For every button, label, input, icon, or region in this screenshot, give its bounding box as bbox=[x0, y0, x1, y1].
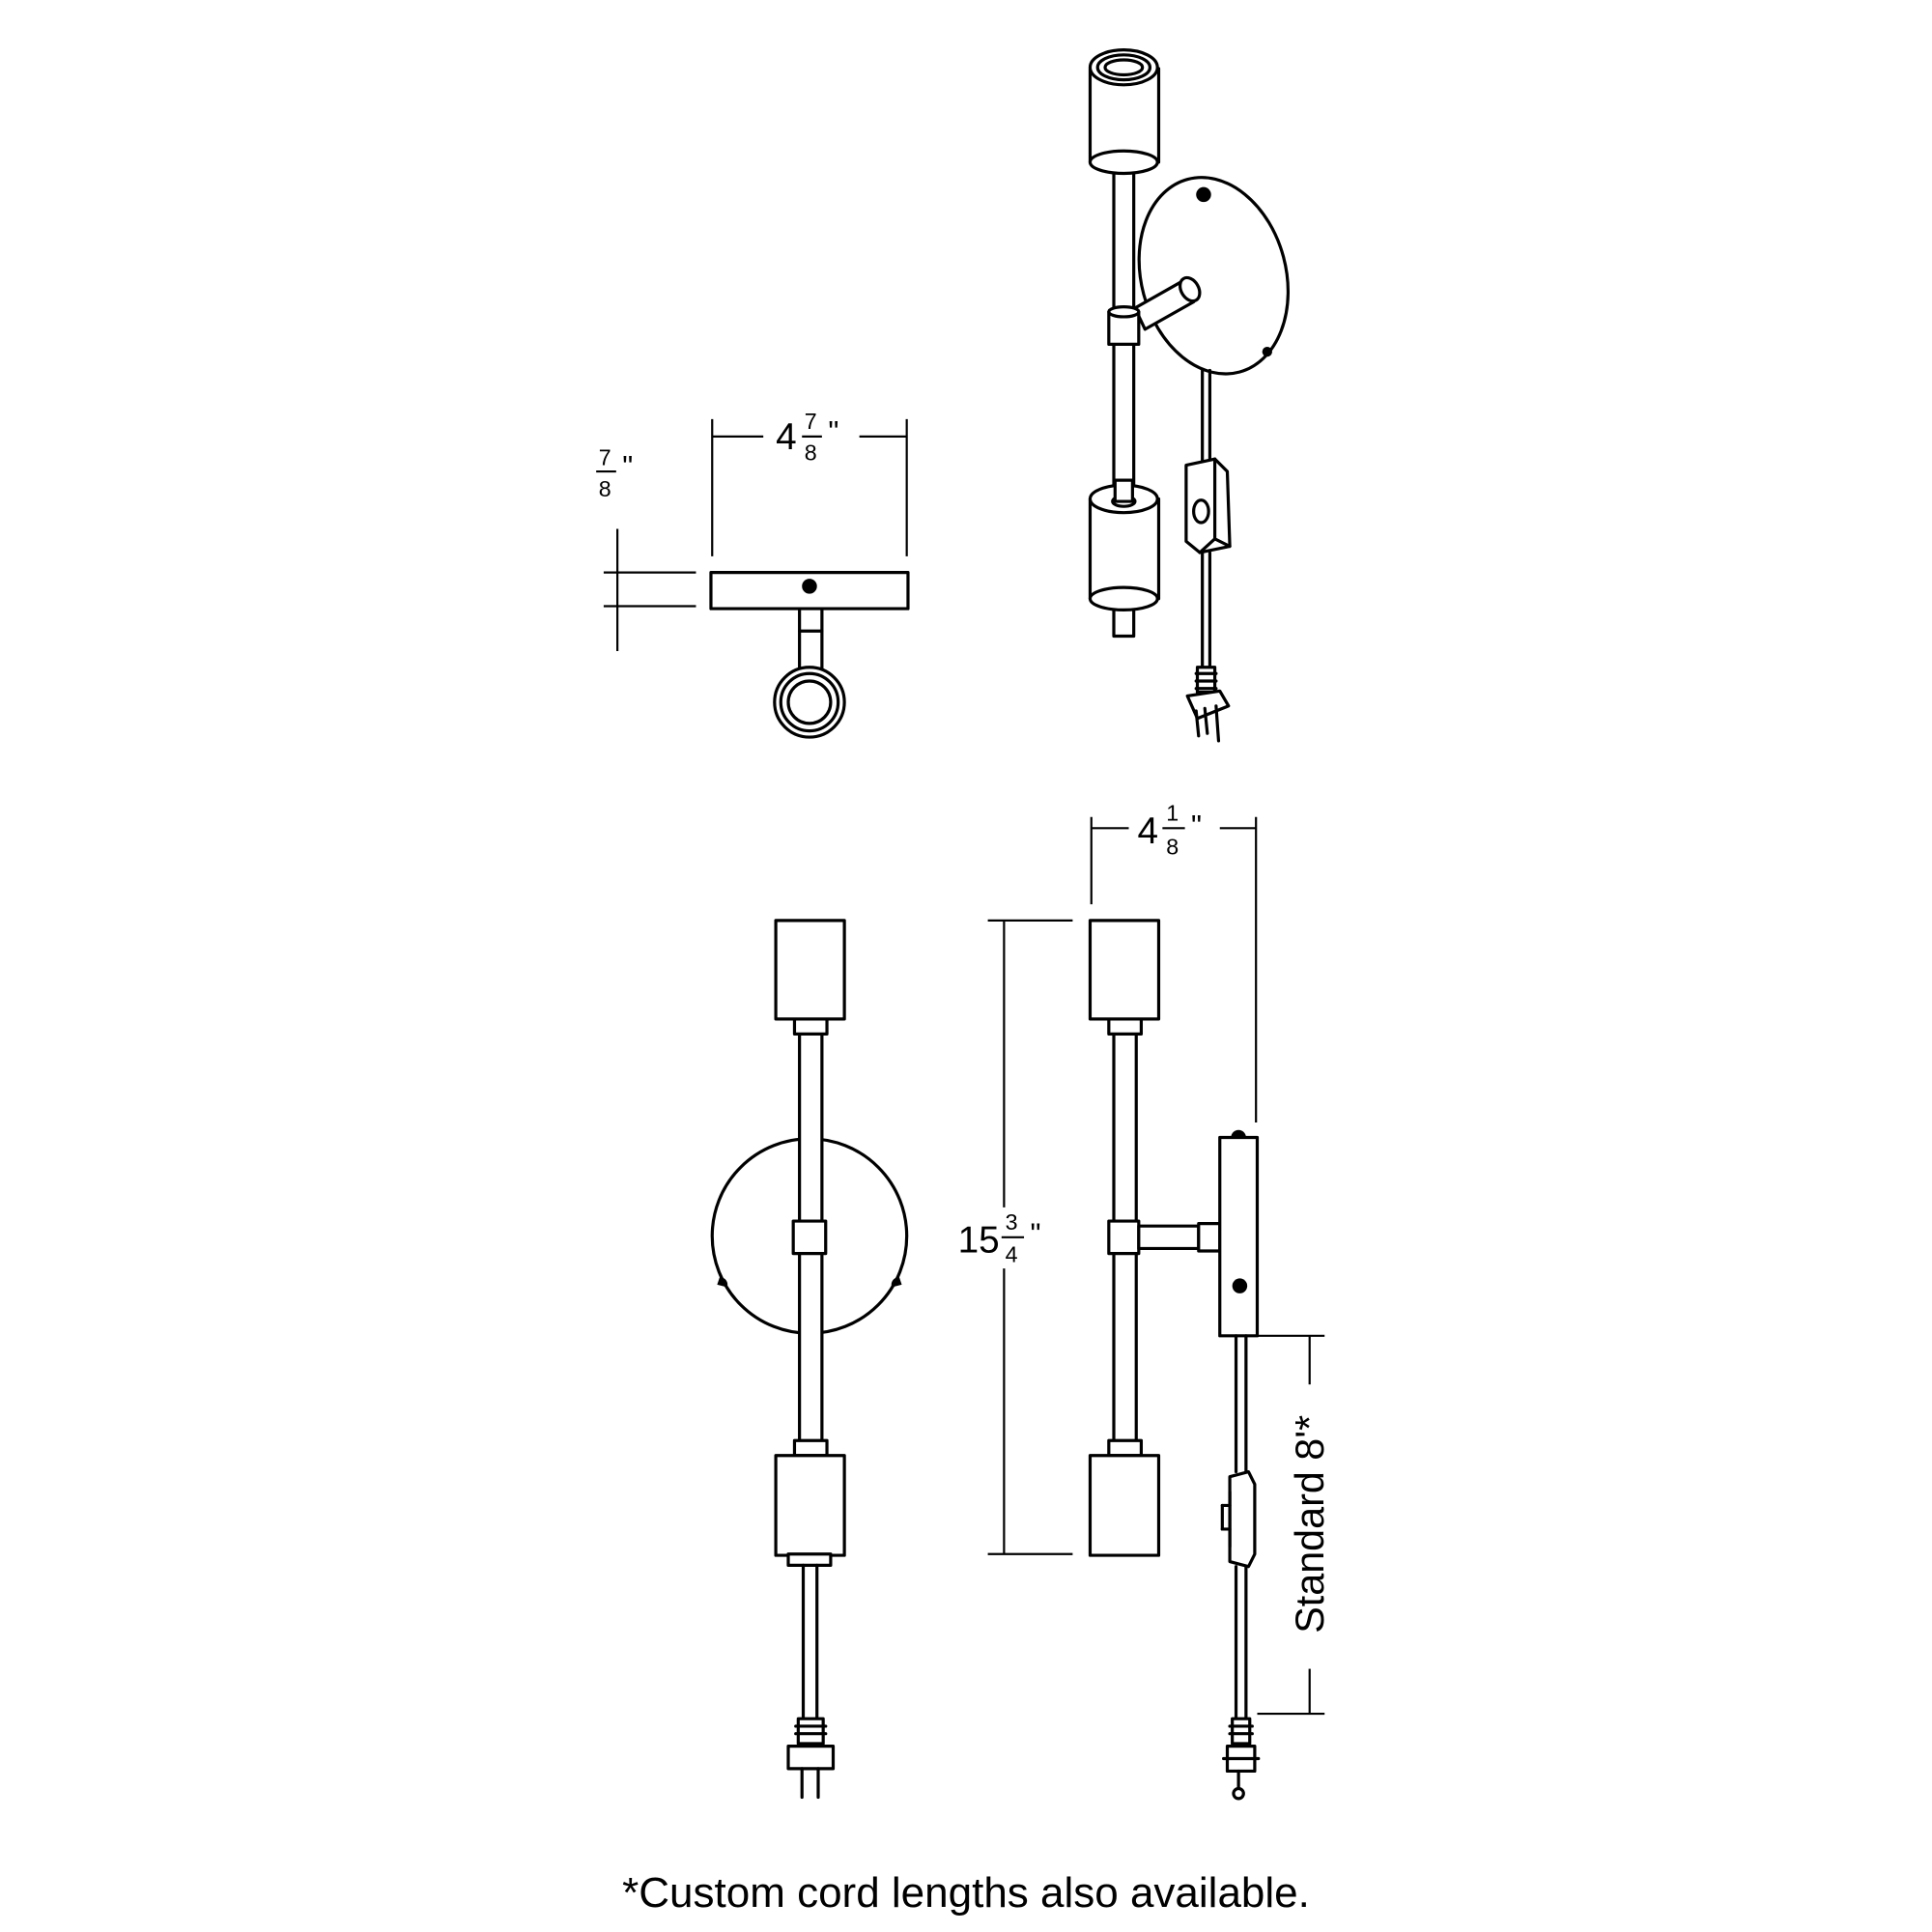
top-width-unit: " bbox=[828, 414, 838, 448]
top-width-den: 8 bbox=[805, 440, 817, 465]
side-width-num: 1 bbox=[1166, 801, 1179, 826]
top-view: 4 7 8 " 7 8 " bbox=[596, 409, 908, 737]
height-num: 3 bbox=[1006, 1209, 1018, 1235]
side-width-whole: 4 bbox=[1138, 810, 1159, 852]
height-den: 4 bbox=[1006, 1242, 1018, 1267]
front-view bbox=[712, 921, 906, 1798]
cord-length-label: Standard 8'* bbox=[1288, 1415, 1332, 1634]
height-whole: 15 bbox=[958, 1219, 1000, 1261]
top-depth-num: 7 bbox=[599, 445, 611, 470]
top-width-whole: 4 bbox=[776, 416, 797, 458]
top-depth-den: 8 bbox=[599, 476, 611, 501]
side-width-den: 8 bbox=[1166, 834, 1179, 859]
top-width-num: 7 bbox=[805, 409, 817, 434]
top-depth-unit: " bbox=[622, 449, 633, 483]
footnote: *Custom cord lengths also available. bbox=[622, 1869, 1310, 1917]
side-view: 4 1 8 " 15 3 4 " bbox=[958, 801, 1332, 1799]
isometric-view bbox=[1090, 50, 1309, 741]
height-unit: " bbox=[1030, 1216, 1040, 1250]
side-width-unit: " bbox=[1191, 809, 1202, 842]
